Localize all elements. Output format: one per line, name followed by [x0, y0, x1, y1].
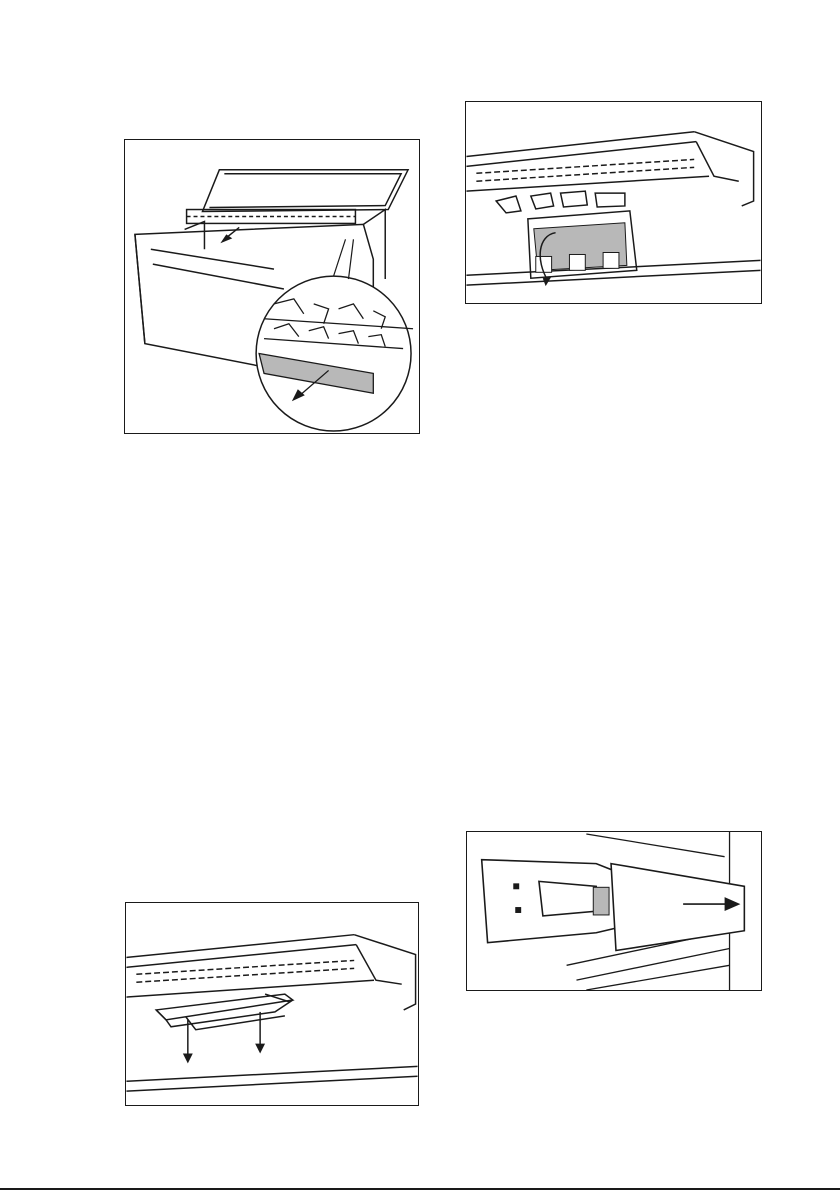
- rail-cover-illustration: [467, 832, 761, 990]
- filter-cartridge-illustration: [466, 102, 761, 303]
- drawer-filter-illustration: [125, 140, 419, 433]
- filter-holder-figure: [125, 902, 419, 1106]
- rail-cover-figure: [466, 831, 762, 991]
- filter-cartridge-figure: [465, 101, 762, 304]
- filter-holder-illustration: [126, 903, 418, 1105]
- drawer-filter-figure: [124, 139, 420, 434]
- page-bottom-rule: [0, 1188, 840, 1190]
